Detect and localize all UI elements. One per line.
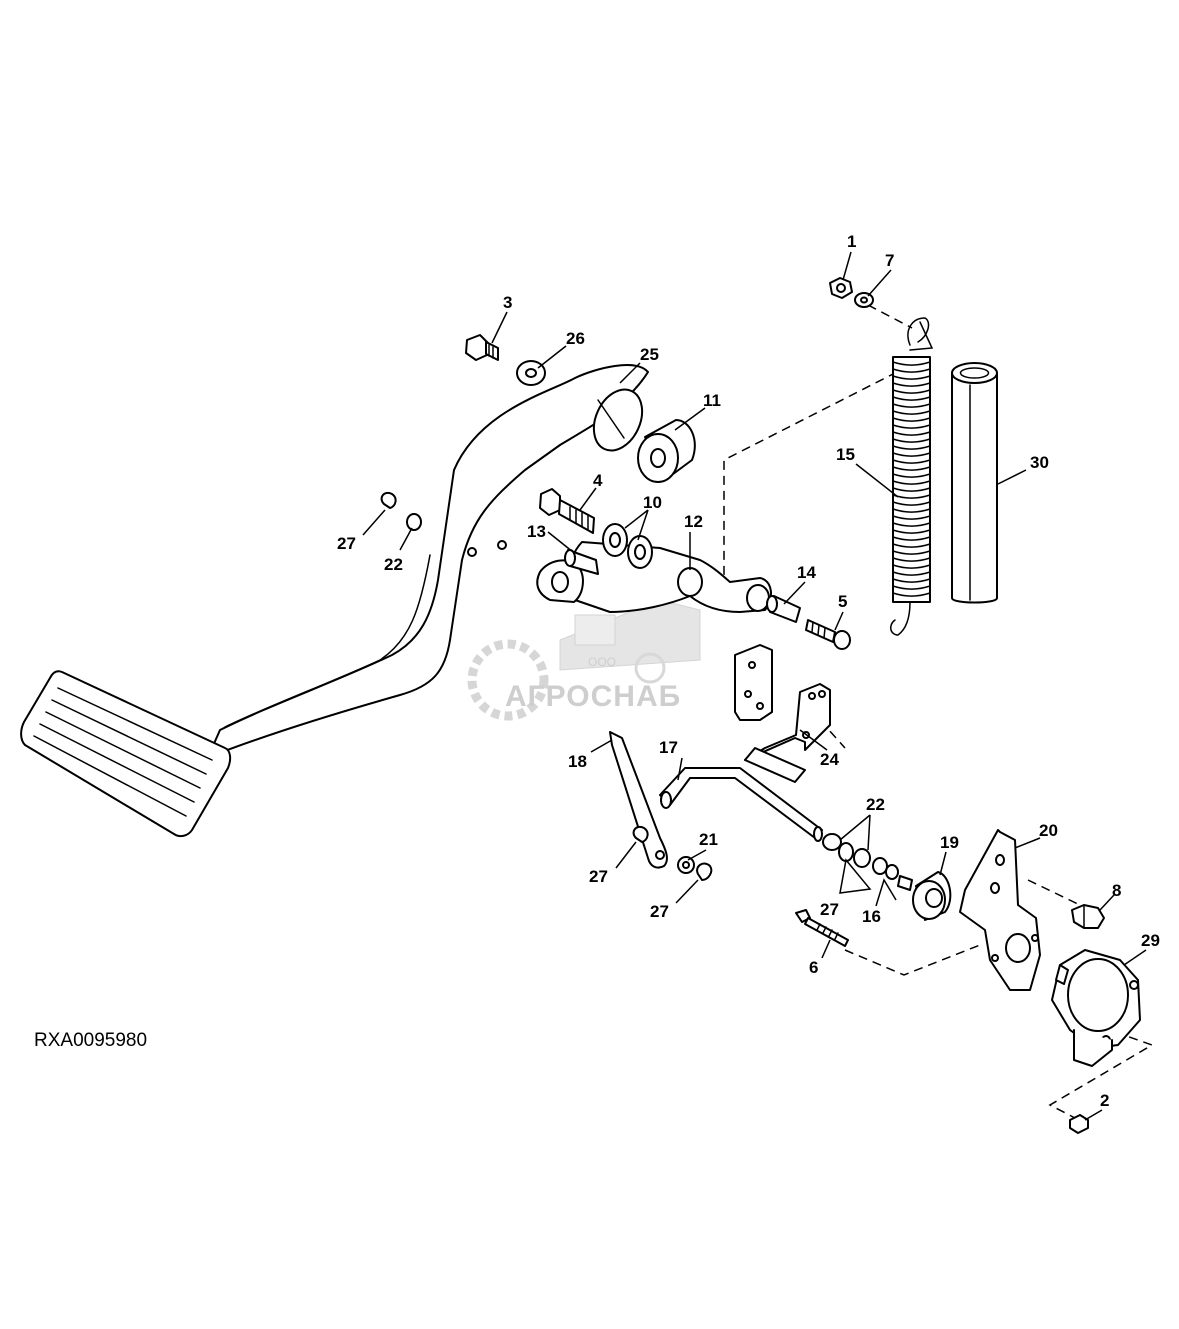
nut-1 <box>829 277 853 299</box>
pedal-arm-25 <box>175 364 649 831</box>
callout-25: 25 <box>640 345 659 364</box>
bolt-4 <box>539 488 595 534</box>
callout-26: 26 <box>566 329 585 348</box>
callout-14: 14 <box>797 563 816 582</box>
callout-7: 7 <box>885 251 894 270</box>
bearings-10 <box>602 523 653 569</box>
bushing-19 <box>912 871 952 921</box>
callout-19: 19 <box>940 833 959 852</box>
callout-27-lower: 27 <box>650 902 669 921</box>
watermark-company-name: АГРОСНАБ <box>505 680 681 713</box>
shaft-hardware <box>822 833 913 891</box>
bolt-8 <box>1071 904 1105 929</box>
callout-22-upper: 22 <box>384 555 403 574</box>
spacer-26 <box>516 360 546 386</box>
clip-27-link <box>632 826 649 843</box>
callout-29: 29 <box>1141 931 1160 950</box>
callout-8: 8 <box>1112 881 1121 900</box>
callout-30: 30 <box>1030 453 1049 472</box>
callout-24: 24 <box>820 750 839 769</box>
callout-6: 6 <box>809 958 818 977</box>
callout-3: 3 <box>503 293 512 312</box>
callout-11: 11 <box>703 391 721 410</box>
callout-labels: 1 7 3 26 25 11 15 30 4 10 27 22 13 12 14… <box>337 232 1160 1110</box>
bolt-5 <box>805 619 851 650</box>
callout-2: 2 <box>1100 1091 1109 1110</box>
watermark-company-prefix: ООО <box>588 655 616 669</box>
callout-27-link: 27 <box>589 867 608 886</box>
callout-15: 15 <box>836 445 855 464</box>
sleeve-14 <box>766 595 801 623</box>
callout-10: 10 <box>643 493 662 512</box>
tube-30 <box>951 362 998 604</box>
clip-27-upper <box>380 492 397 509</box>
callout-1: 1 <box>847 232 856 251</box>
nut-21 <box>677 856 695 874</box>
bolt-6 <box>795 909 849 947</box>
callout-27-shaft: 27 <box>820 900 839 919</box>
callout-17: 17 <box>659 738 678 757</box>
bushing-11 <box>637 419 696 483</box>
bracket-24 <box>734 644 831 783</box>
link-rod-18 <box>609 731 668 869</box>
callout-22-lower: 22 <box>866 795 885 814</box>
sleeve-13 <box>564 549 599 575</box>
figure-id: RXA0095980 <box>34 1030 147 1051</box>
callout-27-upper: 27 <box>337 534 356 553</box>
callout-5: 5 <box>838 592 847 611</box>
bolt-3 <box>465 334 499 361</box>
spring-15 <box>890 317 934 636</box>
nut-2 <box>1069 1114 1089 1134</box>
callout-20: 20 <box>1039 821 1058 840</box>
callout-21: 21 <box>699 830 718 849</box>
clip-27-lower <box>696 862 713 881</box>
nut-22-upper <box>406 513 422 531</box>
callout-13: 13 <box>527 522 546 541</box>
callout-16: 16 <box>862 907 881 926</box>
callout-18: 18 <box>568 752 587 771</box>
mount-plate-20 <box>959 829 1041 991</box>
leader-lines <box>362 251 1147 1121</box>
shaft-17 <box>659 767 823 842</box>
sensor-29 <box>1051 949 1141 1067</box>
pivot-bracket-12 <box>536 541 772 613</box>
pedal-pad <box>20 670 232 838</box>
callout-12: 12 <box>684 512 703 531</box>
callout-4: 4 <box>593 471 603 490</box>
watermark-logo: ООО АГРОСНАБ <box>467 599 701 721</box>
washer-7 <box>854 292 874 308</box>
